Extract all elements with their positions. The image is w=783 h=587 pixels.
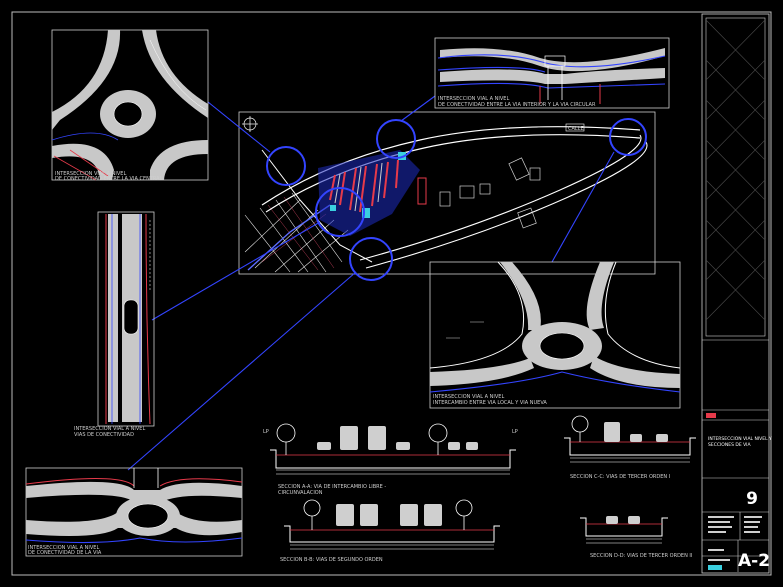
detail-callout-circles: [266, 118, 647, 281]
sheet-border: [11, 11, 772, 576]
detail-roundabout-1: INTERSECCION VIAL A NIVEL DE CONECTIVIDA…: [51, 29, 209, 182]
section-b-b: SECCION B-B: VIAS DE SEGUNDO ORDEN: [280, 499, 500, 563]
sheet-code: A-2: [738, 551, 770, 571]
section-b-title: SECCION B-B: VIAS DE SEGUNDO ORDEN: [280, 557, 383, 563]
section-a-a: LP LP SECCION A-A: VIA DE INTERCAMBIO LI…: [263, 423, 518, 496]
detail-roundabout-4: INTERSECCION VIAL A NIVEL INTERCAMBIO EN…: [429, 261, 681, 409]
map-street-label: CALLE: [568, 126, 584, 132]
detail3-subtitle: VIAS DE CONECTIVIDAD: [74, 432, 134, 438]
site-buildings: [439, 157, 541, 229]
site-lot-grid: [244, 192, 349, 273]
detail2-title: INTERSECCION VIAL A NIVEL: [438, 96, 509, 102]
detail5-title: INTERSECCION VIAL A NIVEL: [28, 545, 99, 551]
urban-blocks: [318, 150, 420, 236]
leader-lines: [127, 95, 615, 471]
detail4-subtitle: INTERCAMBIO ENTRE VIA LOCAL Y VIA NUEVA: [433, 400, 547, 406]
detail-roundabout-5: INTERSECCION VIAL A NIVEL DE CONECTIVIDA…: [25, 467, 243, 557]
detail5-subtitle: DE CONECTIVIDAD DE LA VIA: [28, 550, 102, 556]
main-road: [261, 126, 641, 206]
sheet-number: 9: [746, 489, 758, 509]
detail1-subtitle: DE CONECTIVIDAD ENTRE LA VIA CENTRAL: [55, 176, 163, 182]
detail-road-strip-2: INTERSECCION VIAL A NIVEL DE CONECTIVIDA…: [434, 37, 670, 109]
section-a-subtitle: CIRCUNVALACION: [278, 490, 323, 496]
section-a-title: SECCION A-A: VIA DE INTERCAMBIO LIBRE -: [278, 484, 386, 490]
section-d-title: SECCION D-D: VIAS DE TERCER ORDEN II: [590, 553, 692, 559]
site-map: CALLE: [238, 111, 656, 281]
section-d-d: SECCION D-D: VIAS DE TERCER ORDEN II: [580, 516, 692, 559]
detail2-subtitle: DE CONECTIVIDAD ENTRE LA VIA INTERIOR Y …: [438, 102, 596, 108]
section-c-title: SECCION C-C: VIAS DE TERCER ORDEN I: [570, 474, 670, 480]
titleblock-name-line2: SECCIONES DE VIA: [708, 442, 751, 448]
detail4-title: INTERSECCION VIAL A NIVEL: [433, 394, 504, 400]
detail-vertical-road-3: INTERSECCION VIAL A NIVEL VIAS DE CONECT…: [74, 211, 155, 438]
title-block: INTERSECCION VIAL NIVEL Y SECCIONES DE V…: [701, 13, 772, 574]
detail1-title: INTERSECCION VIAL A NIVEL: [55, 171, 126, 177]
svg-text:LP: LP: [512, 429, 518, 435]
detail3-title: INTERSECCION VIAL A NIVEL: [74, 426, 145, 432]
svg-text:LP: LP: [263, 429, 269, 435]
section-c-c: SECCION C-C: VIAS DE TERCER ORDEN I: [564, 415, 696, 480]
titleblock-name-line1: INTERSECCION VIAL NIVEL Y: [708, 436, 772, 442]
north-arrow-icon: [242, 116, 258, 132]
